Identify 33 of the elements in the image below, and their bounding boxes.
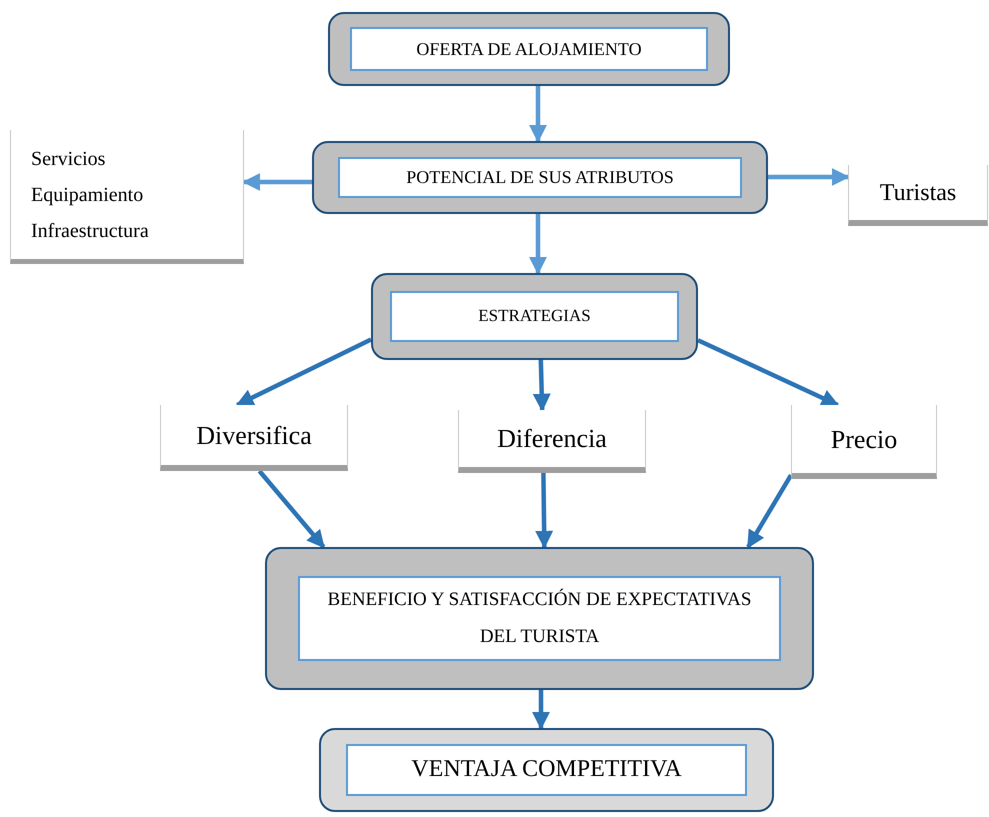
box-label: OFERTA DE ALOJAMIENTO — [416, 38, 642, 61]
list-item: Equipamiento — [31, 182, 144, 208]
arrow — [532, 690, 550, 730]
arrow — [697, 338, 840, 408]
arrow — [532, 360, 551, 412]
process-frame — [319, 728, 774, 812]
list-item: Infraestructura — [31, 218, 150, 244]
box-label: Diversifica — [196, 420, 312, 452]
label-box — [458, 410, 646, 473]
box-label: VENTAJA COMPETITIVA — [411, 755, 682, 784]
arrow — [258, 470, 326, 548]
box-label: BENEFICIO Y SATISFACCIÓN DE EXPECTATIVAS DEL TURISTA — [326, 588, 752, 648]
arrow — [535, 472, 554, 549]
arrow — [746, 474, 793, 549]
label-box — [791, 405, 937, 479]
arrow — [242, 173, 312, 191]
list-item: Servicios — [31, 146, 106, 172]
process-frame — [312, 141, 768, 214]
process-frame — [265, 547, 814, 690]
box-label: Turistas — [880, 178, 956, 208]
box-label: POTENCIAL DE SUS ATRIBUTOS — [406, 166, 674, 190]
box-label: Diferencia — [497, 423, 607, 455]
list-box — [10, 130, 244, 264]
box-label: ESTRATEGIAS — [478, 305, 591, 328]
label-box — [160, 405, 348, 471]
label-box — [848, 165, 988, 226]
process-frame — [371, 273, 698, 360]
arrow — [768, 168, 850, 186]
arrow — [236, 337, 372, 408]
arrow — [529, 214, 547, 275]
box-label: Precio — [830, 424, 898, 456]
arrow — [529, 86, 547, 143]
process-frame — [328, 12, 730, 86]
